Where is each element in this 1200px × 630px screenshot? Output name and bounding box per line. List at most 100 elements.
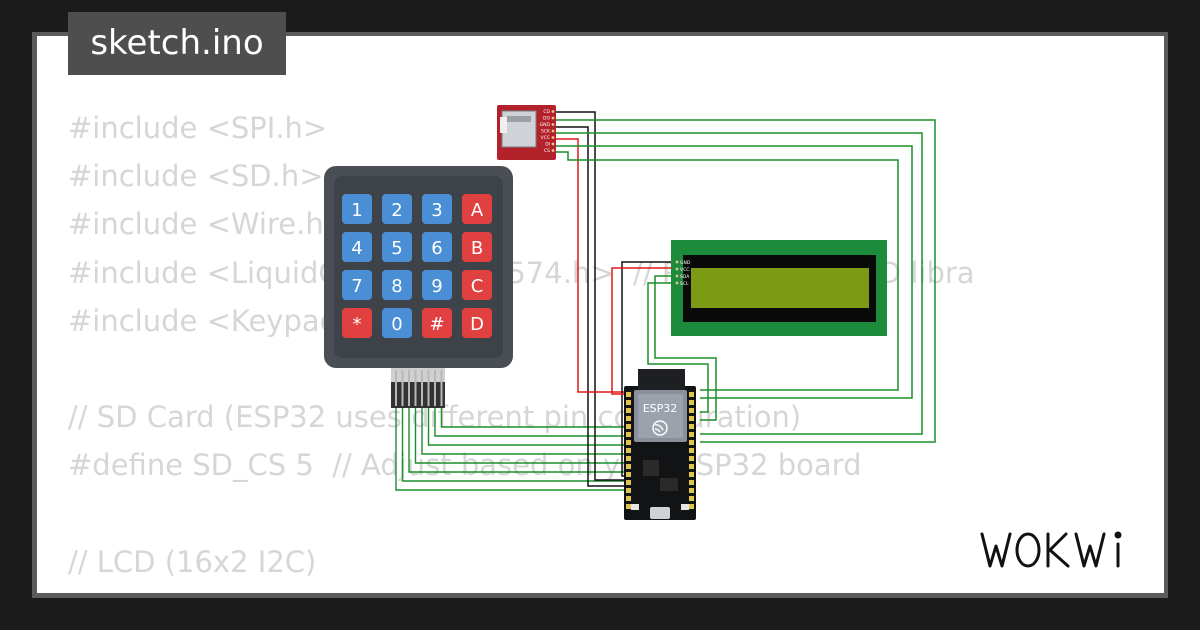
keypad-key-label: D (470, 314, 484, 335)
header-pin (401, 370, 404, 406)
esp32-pin (689, 416, 694, 421)
keypad-key-D[interactable]: D (462, 308, 492, 338)
lcd-pin (675, 267, 679, 271)
esp32-pin (689, 400, 694, 405)
keypad-key-label: B (471, 238, 483, 259)
header-pin (434, 370, 436, 406)
keypad-wires (395, 406, 628, 491)
esp32-pin (626, 400, 631, 405)
esp32-pin (689, 424, 694, 429)
esp32-pin (626, 392, 631, 397)
esp32-pin (689, 440, 694, 445)
keypad-header (395, 370, 443, 406)
esp32-pin (626, 504, 631, 509)
keypad-wire (440, 406, 628, 428)
esp32-pin (689, 480, 694, 485)
esp32-pin (626, 472, 631, 477)
keypad-key-label: 4 (351, 238, 362, 259)
sd-pin-label: GND (540, 122, 551, 128)
keypad-wire (427, 406, 628, 446)
sd-pin-label: DI (545, 142, 550, 148)
keypad-key-label: 1 (351, 200, 362, 221)
keypad-key-label: 6 (431, 238, 442, 259)
lcd-pin-label: GND (680, 260, 691, 266)
keypad-key-4[interactable]: 4 (342, 232, 372, 262)
keypad-wire (408, 406, 628, 473)
code-line: #include <SD.h> (68, 159, 324, 194)
esp32-pin (689, 392, 694, 397)
keypad-key-label: C (471, 276, 484, 297)
keypad-key-5[interactable]: 5 (382, 232, 412, 262)
header-pin (408, 370, 410, 406)
code-line: LiquidCrystal_PCF8574 lcd(0x27); (68, 586, 975, 594)
keypad-key-6[interactable]: 6 (422, 232, 452, 262)
sd-pin-label: DO (543, 116, 550, 122)
esp32-pin (689, 496, 694, 501)
keypad-key-label: 0 (391, 314, 402, 335)
esp32-pin (689, 408, 694, 413)
sd-pin (551, 149, 555, 152)
sd-pin-label: VCC (541, 135, 550, 141)
sd-pin (551, 136, 555, 139)
keypad-key-label: * (353, 314, 362, 335)
keypad-key-7[interactable]: 7 (342, 270, 372, 300)
esp32-pin (626, 440, 631, 445)
keypad-key-label: 8 (391, 276, 402, 297)
keypad-key-0[interactable]: 0 (382, 308, 412, 338)
header-pin (427, 370, 430, 406)
esp32-pin (626, 488, 631, 493)
sd-pin (551, 116, 555, 120)
keypad-key-*[interactable]: * (342, 308, 372, 338)
header-pin (440, 370, 443, 406)
file-tab[interactable]: sketch.ino (68, 12, 286, 75)
esp32-pin (626, 464, 631, 469)
keypad-key-label: # (429, 314, 444, 335)
esp32-label: ESP32 (643, 402, 678, 415)
keypad-key-8[interactable]: 8 (382, 270, 412, 300)
keypad-key-label: A (471, 200, 484, 221)
esp32-pin (626, 496, 631, 501)
keypad-key-9[interactable]: 9 (422, 270, 452, 300)
keypad-key-label: 7 (351, 276, 362, 297)
sd-wires (555, 111, 936, 487)
esp32-pin (689, 456, 694, 461)
keypad-key-A[interactable]: A (462, 194, 492, 224)
esp32-pin (626, 448, 631, 453)
lcd-pin (675, 260, 679, 264)
header-pin (414, 370, 417, 406)
esp32-board[interactable]: ESP32 (624, 369, 696, 520)
keypad-key-2[interactable]: 2 (382, 194, 412, 224)
esp32-pin (626, 480, 631, 485)
sd-pin-label: CD (543, 109, 550, 115)
keypad-wire (395, 406, 628, 491)
esp32-pin (626, 408, 631, 413)
esp32-pin (626, 416, 631, 421)
keypad-key-1[interactable]: 1 (342, 194, 372, 224)
lcd-pin-label: SCL (680, 281, 689, 287)
keypad-wire (434, 406, 628, 437)
project-card[interactable]: #include <SPI.h>#include <SD.h>#include … (37, 36, 1164, 593)
esp32-pin (689, 464, 694, 469)
lcd-pin-label: VCC (680, 267, 689, 273)
esp32-pin (626, 432, 631, 437)
code-line: #include <SPI.h> (68, 111, 328, 145)
header-pin (421, 370, 423, 406)
code-line: // LCD (16x2 I2C) (68, 544, 317, 579)
esp32-pin (689, 448, 694, 453)
keypad-key-B[interactable]: B (462, 232, 492, 262)
keypad-key-3[interactable]: 3 (422, 194, 452, 224)
keypad-key-#[interactable]: # (422, 308, 452, 338)
keypad-wire (401, 406, 628, 482)
esp32-pin (626, 456, 631, 461)
keypad-key-C[interactable]: C (462, 270, 492, 300)
esp32-pin (689, 432, 694, 437)
lcd-pin (675, 274, 679, 278)
keypad-key-label: 5 (391, 238, 402, 259)
